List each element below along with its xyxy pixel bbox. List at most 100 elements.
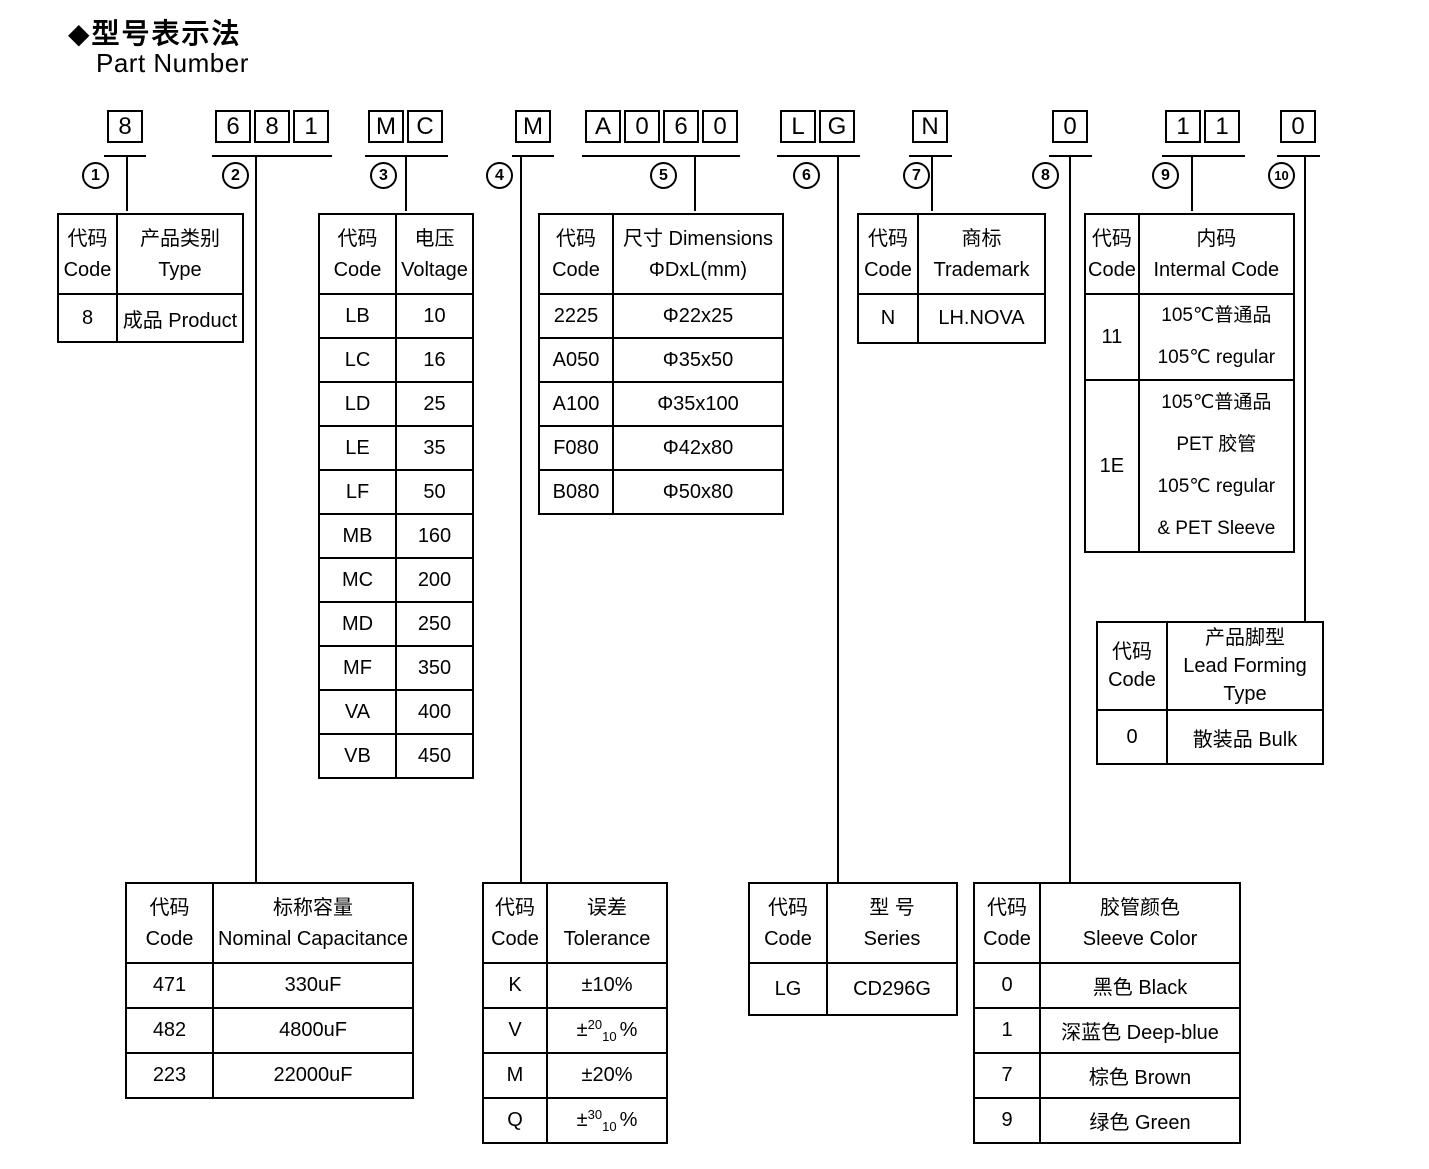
page-title-en: Part Number: [96, 48, 249, 78]
col-header: 代码 Code: [538, 213, 614, 295]
pn-group-2: 6 8 1: [215, 110, 329, 143]
connector-line-5: [694, 157, 696, 211]
code-cell: N: [857, 293, 919, 344]
pn-char: N: [912, 110, 948, 143]
pn-char: A: [585, 110, 621, 143]
value-cell: 105℃普通品 PET 胶管 105℃ regular & PET Sleeve: [1137, 379, 1295, 553]
code-cell: LD: [318, 381, 397, 427]
pn-char: L: [780, 110, 816, 143]
group-marker-6: 6: [793, 162, 820, 189]
code-cell: 7: [973, 1052, 1041, 1099]
pn-char: 1: [293, 110, 329, 143]
col-header: 代码 Code: [1096, 621, 1168, 711]
code-cell: 2225: [538, 293, 614, 339]
pn-char: 0: [1280, 110, 1316, 143]
connector-line-9: [1191, 157, 1193, 211]
pn-group-8: 0: [1052, 110, 1088, 143]
pn-group-5: A 0 6 0: [585, 110, 738, 143]
value-cell: Φ22x25: [612, 293, 784, 339]
value-cell: Φ42x80: [612, 425, 784, 471]
group-underline-3: [365, 155, 448, 157]
value-cell: Φ35x50: [612, 337, 784, 383]
col-header: 内码 Intermal Code: [1137, 213, 1295, 295]
code-cell: MD: [318, 601, 397, 647]
pn-char: 0: [624, 110, 660, 143]
col-header: 代码 Code: [973, 882, 1041, 964]
value-cell: 50: [395, 469, 474, 515]
group-marker-8: 8: [1032, 162, 1059, 189]
group-marker-7: 7: [903, 162, 930, 189]
col-header: 误差 Tolerance: [546, 882, 668, 964]
value-cell: 4800uF: [212, 1007, 414, 1054]
code-cell: Q: [482, 1097, 548, 1144]
pn-char: M: [368, 110, 404, 143]
col-header: 代码 Code: [318, 213, 397, 295]
code-cell: M: [482, 1052, 548, 1099]
code-cell: LC: [318, 337, 397, 383]
value-cell: ±3010%: [546, 1097, 668, 1144]
connector-line-8: [1069, 157, 1071, 882]
code-cell: F080: [538, 425, 614, 471]
col-header: 代码 Code: [748, 882, 828, 964]
connector-line-4: [520, 157, 522, 882]
code-cell: 0: [1096, 709, 1168, 765]
table-trademark: 代码 Code 商标 Trademark N LH.NOVA: [857, 213, 1046, 344]
code-cell: 482: [125, 1007, 214, 1054]
pn-char: M: [515, 110, 551, 143]
group-underline-7: [909, 155, 952, 157]
code-cell: 1: [973, 1007, 1041, 1054]
pn-char: 1: [1165, 110, 1201, 143]
value-cell: 深蓝色 Deep-blue: [1039, 1007, 1241, 1054]
value-cell: 黑色 Black: [1039, 962, 1241, 1009]
page-title-zh: ◆型号表示法: [68, 18, 242, 49]
value-cell: 22000uF: [212, 1052, 414, 1099]
col-header: 尺寸 Dimensions ΦDxL(mm): [612, 213, 784, 295]
value-cell: 成品 Product: [116, 293, 244, 343]
code-cell: A100: [538, 381, 614, 427]
value-cell: 450: [395, 733, 474, 779]
connector-line-7: [931, 157, 933, 211]
pn-char: C: [407, 110, 443, 143]
pn-group-4: M: [515, 110, 551, 143]
pn-char: 8: [107, 110, 143, 143]
value-cell: 35: [395, 425, 474, 471]
pn-char: 0: [1052, 110, 1088, 143]
code-cell: MB: [318, 513, 397, 559]
value-cell: Φ35x100: [612, 381, 784, 427]
code-cell: LG: [748, 962, 828, 1016]
value-cell: 16: [395, 337, 474, 383]
value-cell: 绿色 Green: [1039, 1097, 1241, 1144]
code-cell: 471: [125, 962, 214, 1009]
group-underline-1: [104, 155, 146, 157]
table-product-type: 代码 Code 产品类别 Type 8 成品 Product: [57, 213, 244, 343]
value-cell: 350: [395, 645, 474, 691]
value-cell: 160: [395, 513, 474, 559]
group-marker-4: 4: [486, 162, 513, 189]
connector-line-3: [405, 157, 407, 211]
group-underline-10: [1277, 155, 1320, 157]
pn-group-10: 0: [1280, 110, 1316, 143]
col-header: 代码 Code: [482, 882, 548, 964]
col-header: 标称容量 Nominal Capacitance: [212, 882, 414, 964]
group-underline-4: [512, 155, 554, 157]
table-series: 代码 Code 型 号 Series LG CD296G: [748, 882, 958, 1016]
group-underline-8: [1049, 155, 1092, 157]
col-header: 商标 Trademark: [917, 213, 1046, 295]
code-cell: 223: [125, 1052, 214, 1099]
code-cell: LF: [318, 469, 397, 515]
code-cell: MC: [318, 557, 397, 603]
pn-char: 8: [254, 110, 290, 143]
code-cell: 11: [1084, 293, 1140, 381]
value-cell: ±20%: [546, 1052, 668, 1099]
value-cell: 200: [395, 557, 474, 603]
pn-char: 0: [702, 110, 738, 143]
code-cell: V: [482, 1007, 548, 1054]
pn-group-7: N: [912, 110, 948, 143]
group-marker-10: 10: [1268, 162, 1295, 189]
group-marker-9: 9: [1152, 162, 1179, 189]
group-underline-5: [582, 155, 740, 157]
group-underline-6: [777, 155, 860, 157]
